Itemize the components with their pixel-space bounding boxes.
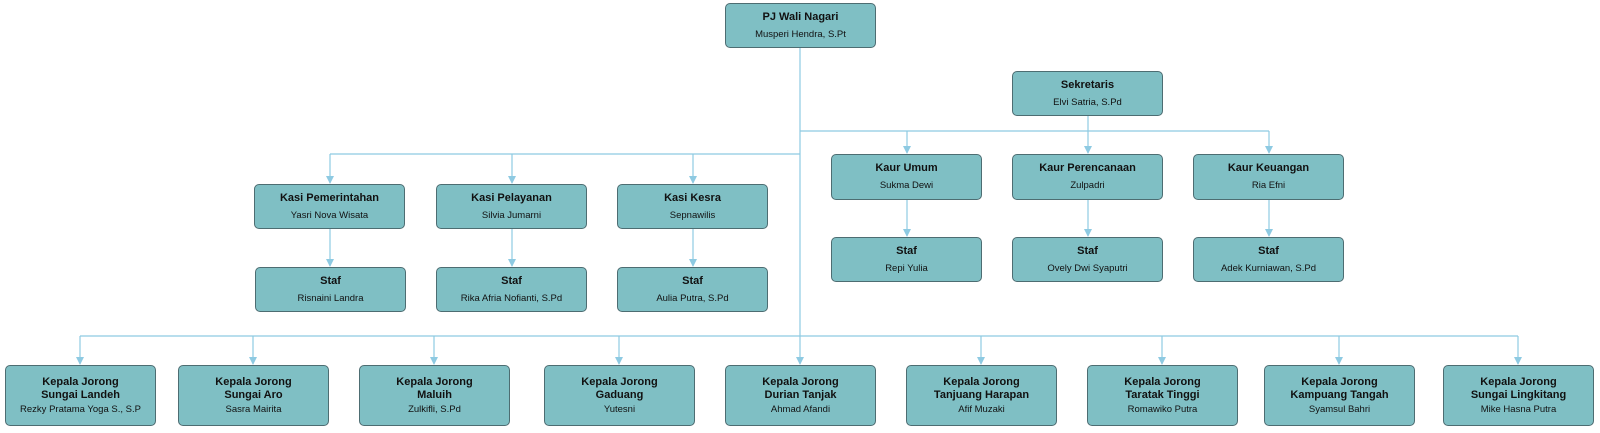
secretary-title: Sekretaris (1060, 78, 1115, 91)
jorong-title: Kepala Jorong Sungai Aro (215, 375, 292, 401)
kasi-title: Kasi Kesra (664, 191, 721, 204)
jorong-box: Kepala Jorong Gaduang Yutesni (544, 365, 695, 426)
staff-name: Risnaini Landra (297, 292, 364, 304)
jorong-name: Yutesni (603, 403, 636, 415)
jorong-name: Ahmad Afandi (770, 403, 831, 415)
jorong-title: Kepala Jorong Gaduang (581, 375, 658, 401)
staff-name: Repi Yulia (885, 262, 928, 274)
head-title: PJ Wali Nagari (762, 10, 839, 23)
kasi-name: Silvia Jumarni (481, 209, 542, 221)
jorong-name: Zulkifli, S.Pd (408, 403, 461, 415)
staff-name: Rika Afria Nofianti, S.Pd (460, 292, 563, 304)
jorong-title: Kepala Jorong Tanjuang Harapan (933, 375, 1030, 401)
kaur-box: Kaur Umum Sukma Dewi (831, 154, 982, 200)
jorong-box: Kepala Jorong Durian Tanjak Ahmad Afandi (725, 365, 876, 426)
jorong-title: Kepala Jorong Sungai Landeh (41, 375, 120, 401)
staff-title: Staf (682, 274, 703, 287)
secretary-box: Sekretaris Elvi Satria, S.Pd (1012, 71, 1163, 116)
jorong-box: Kepala Jorong Sungai Aro Sasra Mairita (178, 365, 329, 426)
staff-title: Staf (896, 244, 917, 257)
head-name: Musperi Hendra, S.Pt (755, 28, 846, 40)
jorong-name: Mike Hasna Putra (1480, 403, 1557, 415)
kaur-box: Kaur Perencanaan Zulpadri (1012, 154, 1163, 200)
staff-box: Staf Adek Kurniawan, S.Pd (1193, 237, 1344, 282)
staff-title: Staf (501, 274, 522, 287)
jorong-title: Kepala Jorong Maluih (396, 375, 473, 401)
kasi-box: Kasi Pemerintahan Yasri Nova Wisata (254, 184, 405, 229)
kasi-box: Kasi Pelayanan Silvia Jumarni (436, 184, 587, 229)
kaur-name: Zulpadri (1070, 180, 1105, 191)
staff-box: Staf Aulia Putra, S.Pd (617, 267, 768, 312)
staff-box: Staf Rika Afria Nofianti, S.Pd (436, 267, 587, 312)
staff-title: Staf (1077, 244, 1098, 257)
jorong-name: Sasra Mairita (225, 403, 282, 415)
head-box: PJ Wali Nagari Musperi Hendra, S.Pt (725, 3, 876, 48)
kaur-name: Ria Efni (1251, 180, 1286, 191)
jorong-name: Syamsul Bahri (1308, 403, 1371, 415)
kasi-box: Kasi Kesra Sepnawilis (617, 184, 768, 229)
staff-box: Staf Ovely Dwi Syaputri (1012, 237, 1163, 282)
staff-box: Staf Repi Yulia (831, 237, 982, 282)
staff-name: Ovely Dwi Syaputri (1047, 262, 1128, 274)
jorong-box: Kepala Jorong Sungai Lingkitang Mike Has… (1443, 365, 1594, 426)
kasi-name: Sepnawilis (669, 209, 716, 221)
jorong-title: Kepala Jorong Taratak Tinggi (1124, 375, 1201, 401)
jorong-title: Kepala Jorong Durian Tanjak (762, 375, 839, 401)
jorong-name: Afif Muzaki (958, 403, 1005, 415)
jorong-box: Kepala Jorong Tanjuang Harapan Afif Muza… (906, 365, 1057, 426)
kaur-title: Kaur Keuangan (1227, 162, 1310, 174)
kaur-title: Kaur Perencanaan (1039, 162, 1136, 174)
staff-name: Adek Kurniawan, S.Pd (1220, 262, 1317, 274)
jorong-name: Romawiko Putra (1127, 403, 1198, 415)
kaur-title: Kaur Umum (875, 162, 938, 174)
kasi-title: Kasi Pelayanan (471, 191, 552, 204)
staff-box: Staf Risnaini Landra (255, 267, 406, 312)
staff-title: Staf (320, 274, 341, 287)
jorong-box: Kepala Jorong Kampuang Tangah Syamsul Ba… (1264, 365, 1415, 426)
kasi-name: Yasri Nova Wisata (290, 209, 369, 221)
kaur-name: Sukma Dewi (879, 180, 934, 191)
jorong-box: Kepala Jorong Taratak Tinggi Romawiko Pu… (1087, 365, 1238, 426)
jorong-box: Kepala Jorong Sungai Landeh Rezky Pratam… (5, 365, 156, 426)
staff-name: Aulia Putra, S.Pd (656, 292, 729, 304)
jorong-title: Kepala Jorong Sungai Lingkitang (1470, 375, 1567, 401)
kasi-title: Kasi Pemerintahan (279, 191, 380, 204)
kaur-box: Kaur Keuangan Ria Efni (1193, 154, 1344, 200)
jorong-box: Kepala Jorong Maluih Zulkifli, S.Pd (359, 365, 510, 426)
jorong-name: Rezky Pratama Yoga S., S.P (20, 403, 141, 415)
staff-title: Staf (1258, 244, 1279, 257)
secretary-name: Elvi Satria, S.Pd (1053, 96, 1122, 108)
jorong-title: Kepala Jorong Kampuang Tangah (1290, 375, 1389, 401)
